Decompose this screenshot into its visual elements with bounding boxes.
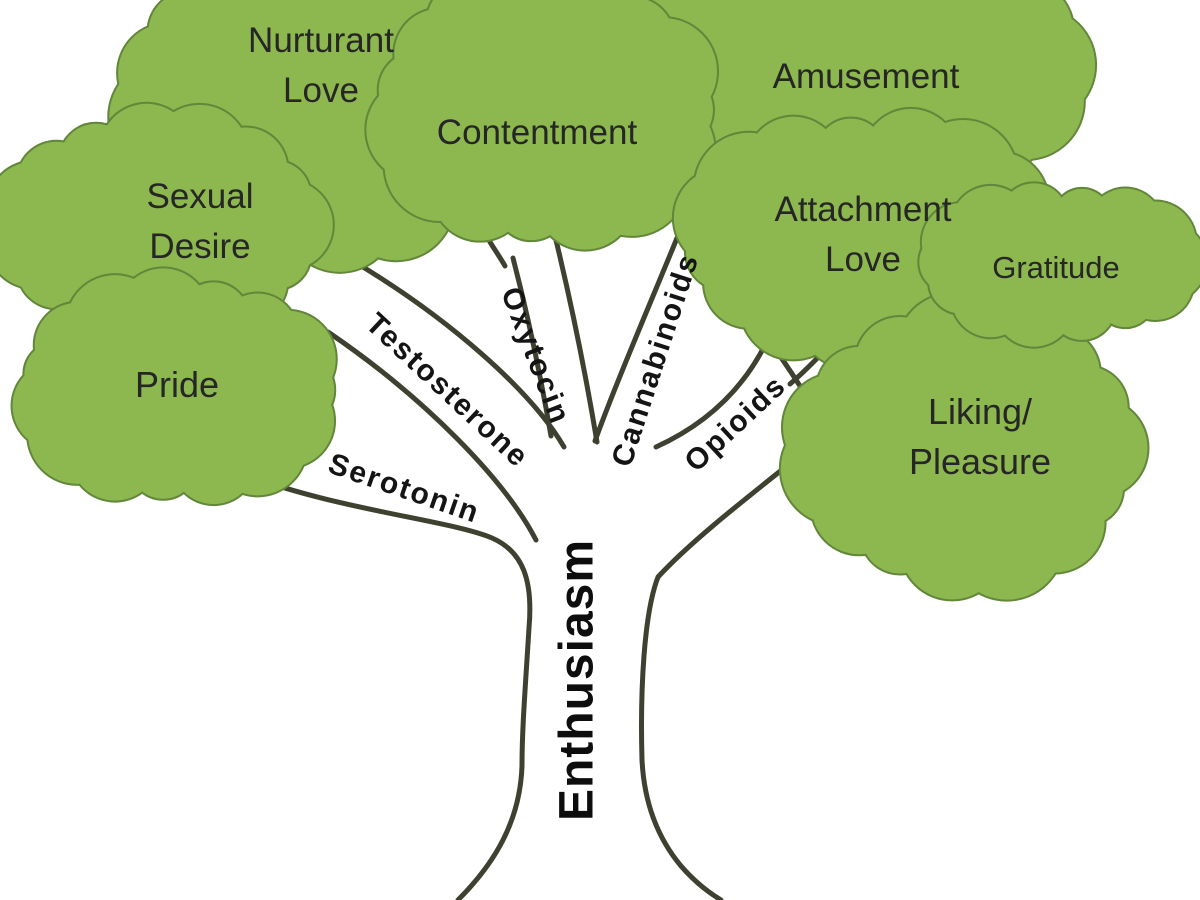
branch-line-serotonin-trunk-left bbox=[235, 469, 533, 900]
cloud-contentment bbox=[364, 0, 720, 252]
cloud-text-line: Love bbox=[825, 240, 901, 279]
cloud-text-line: Pleasure bbox=[908, 441, 1052, 482]
cloud-text-line: Sexual bbox=[146, 177, 254, 216]
cloud-label-attachment-love: Attachment Love bbox=[774, 185, 951, 285]
branch-line-oxytocin-right bbox=[552, 233, 600, 445]
cloud-text-line: Contentment bbox=[436, 113, 638, 152]
branch-line-mid-left bbox=[325, 329, 539, 543]
cloud-label-contentment: Contentment bbox=[437, 108, 637, 158]
cloud-text-line: Love bbox=[283, 71, 359, 110]
branch-line-opioids-trunk-right bbox=[639, 450, 806, 900]
cloud-label-sexual-desire: Sexual Desire bbox=[146, 172, 253, 272]
cloud-text-line: Desire bbox=[149, 227, 251, 266]
cloud-text-line: Pride bbox=[134, 364, 220, 405]
cloud-label-liking-pleasure: Liking/ Pleasure bbox=[909, 387, 1051, 487]
branch-lines bbox=[235, 218, 845, 900]
cloud-gratitude bbox=[917, 181, 1200, 349]
cloud-label-amusement: Amusement bbox=[773, 52, 960, 102]
cloud-label-gratitude: Gratitude bbox=[992, 243, 1120, 293]
cloud-pride bbox=[10, 266, 338, 507]
cloud-text-line: Amusement bbox=[772, 57, 960, 96]
cloud-text-line: Attachment bbox=[774, 190, 952, 229]
cloud-text-line: Gratitude bbox=[992, 250, 1120, 285]
cloud-text-line: Nurturant bbox=[248, 21, 394, 60]
cloud-label-pride: Pride bbox=[135, 360, 219, 410]
cloud-text-line: Liking/ bbox=[927, 391, 1033, 432]
branch-line-cannabinoids-left bbox=[592, 218, 687, 444]
trunk-label-enthusiasm: Enthusiasm bbox=[550, 538, 604, 822]
cloud-label-nurturant-love: Nurturant Love bbox=[248, 16, 394, 116]
cloud-liking-pleasure bbox=[778, 291, 1150, 602]
branch-line-oxytocin-left bbox=[510, 255, 554, 439]
